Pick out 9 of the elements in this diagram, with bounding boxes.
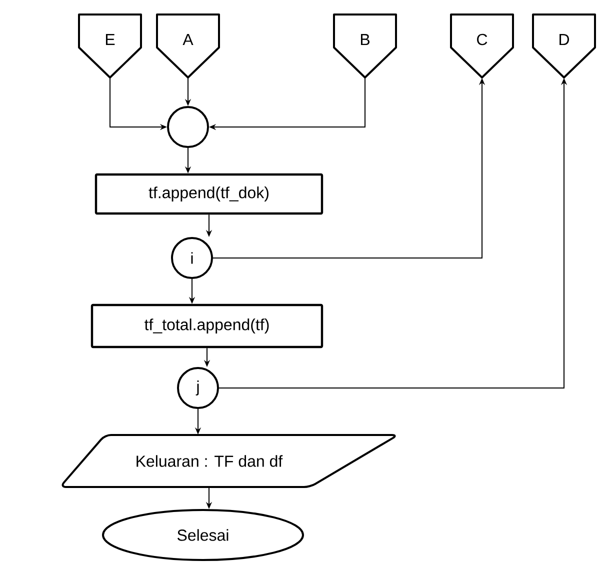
process-box: tf_total.append(tf): [90, 304, 324, 348]
output-parallelogram: Keluaran : TF dan df: [62, 434, 396, 488]
offpage-connector: D: [532, 14, 596, 78]
offpage-connector: E: [78, 14, 142, 78]
connector-circle: [167, 106, 209, 148]
offpage-connector: C: [450, 14, 514, 78]
offpage-connector: B: [333, 14, 397, 78]
process-box: tf.append(tf_dok): [94, 173, 324, 215]
offpage-connector: A: [156, 14, 220, 78]
